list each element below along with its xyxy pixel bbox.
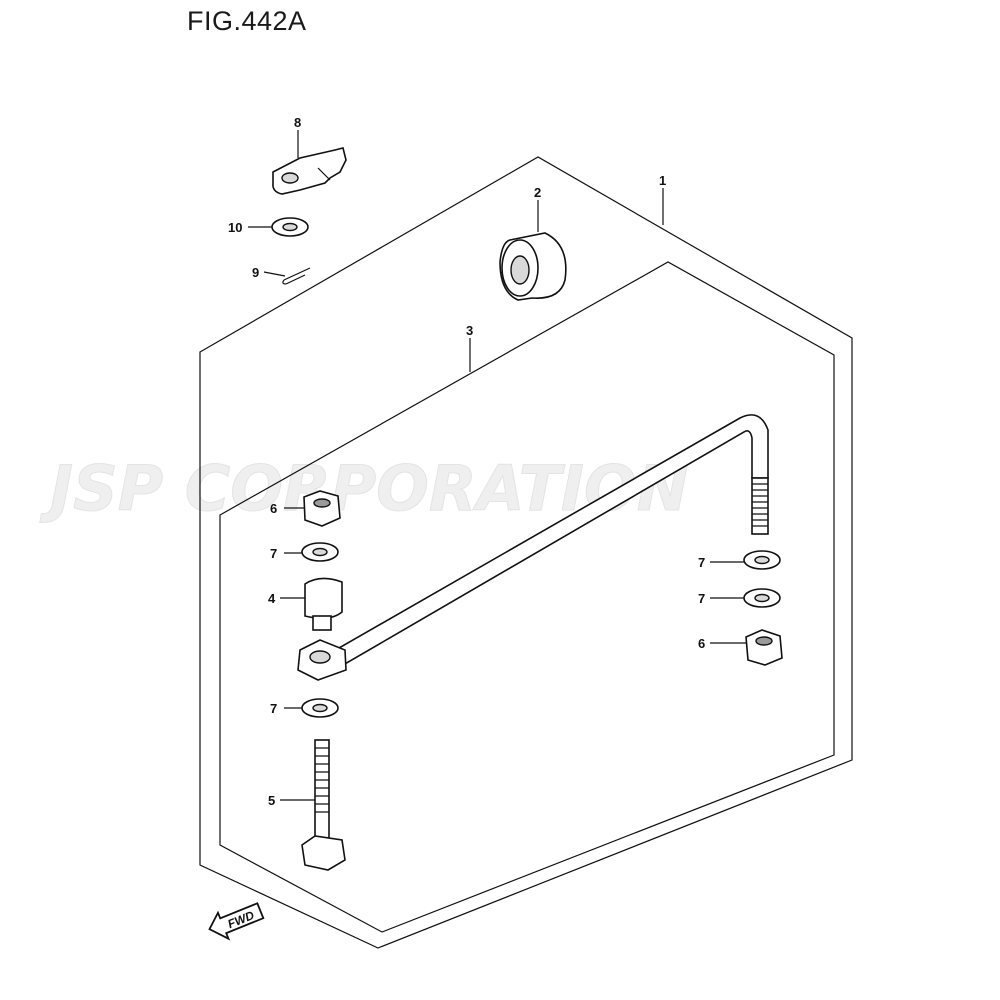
bolt-part[interactable] bbox=[301, 739, 346, 871]
callout-7-left-lower: 7 bbox=[270, 701, 277, 716]
callout-4: 4 bbox=[268, 591, 276, 606]
callout-6-left: 6 bbox=[270, 501, 277, 516]
nut-left-part[interactable] bbox=[303, 490, 341, 527]
callout-labels: 1 2 3 8 10 9 6 7 4 7 5 7 7 6 bbox=[228, 115, 705, 808]
figure-title: FIG.442A bbox=[187, 6, 307, 36]
callout-7-right-lower: 7 bbox=[698, 591, 705, 606]
washer-left-upper-part[interactable] bbox=[301, 542, 339, 562]
callout-3: 3 bbox=[466, 323, 473, 338]
callout-leaders bbox=[248, 130, 746, 801]
nut-right-part[interactable] bbox=[745, 629, 783, 666]
callout-6-right: 6 bbox=[698, 636, 705, 651]
grommet-part[interactable] bbox=[499, 232, 567, 301]
washer-right-upper-part[interactable] bbox=[743, 550, 781, 570]
bracket-part[interactable] bbox=[272, 147, 347, 195]
washer-right-lower-part[interactable] bbox=[743, 588, 781, 608]
callout-7-right-upper: 7 bbox=[698, 555, 705, 570]
callout-7-left-upper: 7 bbox=[270, 546, 277, 561]
fwd-arrow: FWD bbox=[208, 902, 265, 941]
callout-9: 9 bbox=[252, 265, 259, 280]
cotter-pin-part[interactable] bbox=[282, 267, 311, 285]
collar-part[interactable] bbox=[304, 577, 343, 631]
washer-10-part[interactable] bbox=[271, 217, 309, 237]
washer-left-lower-part[interactable] bbox=[301, 698, 339, 718]
link-rod-part[interactable] bbox=[297, 414, 769, 681]
callout-10: 10 bbox=[228, 220, 242, 235]
kit-outline bbox=[199, 156, 853, 949]
callout-5: 5 bbox=[268, 793, 275, 808]
callout-8: 8 bbox=[294, 115, 301, 130]
callout-2: 2 bbox=[534, 185, 541, 200]
callout-1: 1 bbox=[659, 173, 666, 188]
